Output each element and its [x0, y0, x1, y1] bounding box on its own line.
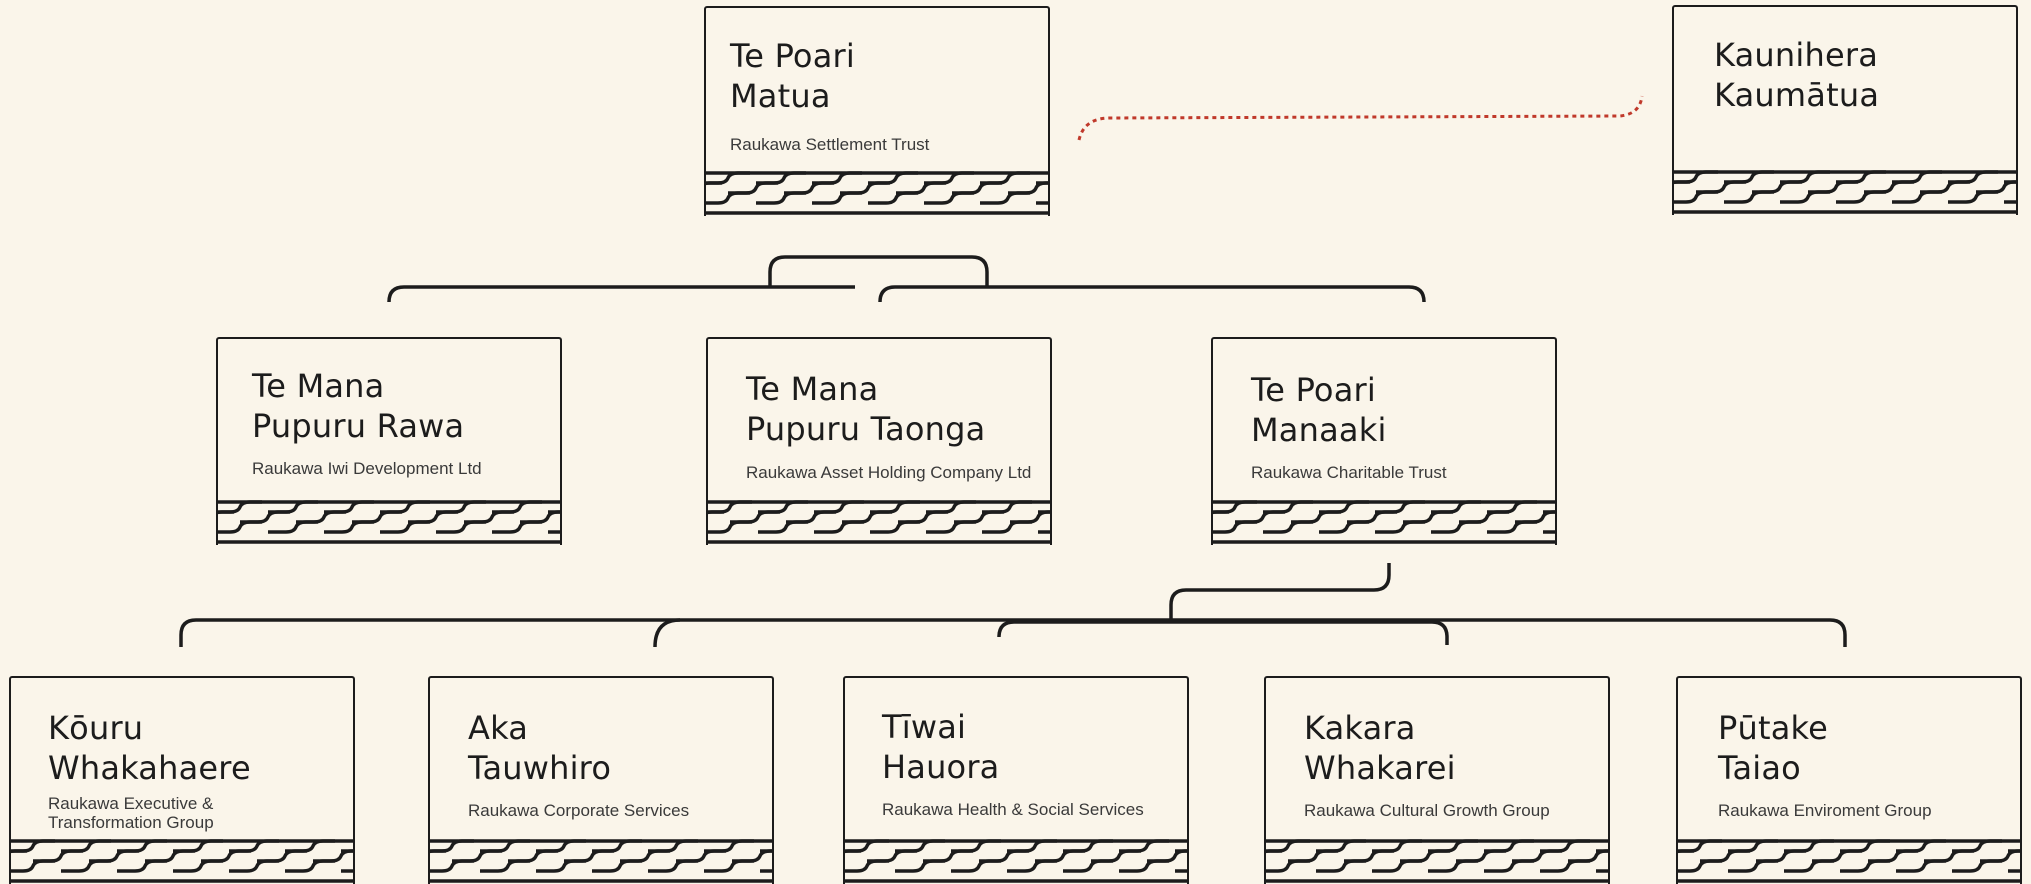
card-kouru-whakahaere[interactable]: Kōuru Whakahaere Raukawa Executive & Tra… [9, 676, 355, 884]
card-subtitle: Raukawa Health & Social Services [882, 800, 1144, 819]
card-subtitle: Raukawa Corporate Services [468, 801, 690, 820]
connector-trust-to-manaaki [878, 285, 1426, 303]
card-tiwai-hauora[interactable]: Tīwai Hauora Raukawa Health & Social Ser… [843, 676, 1189, 884]
card-title: Kakara Whakarei [1304, 709, 1456, 787]
weave-pattern [1678, 839, 2020, 883]
card-subtitle: Raukawa Settlement Trust [730, 135, 930, 154]
card-te-poari-manaaki[interactable]: Te Poari Manaaki Raukawa Charitable Trus… [1211, 337, 1557, 545]
connector-trust-bridge [768, 255, 989, 287]
card-title: Kaunihera Kaumātua [1714, 36, 1880, 114]
card-te-mana-pupuru-rawa[interactable]: Te Mana Pupuru Rawa Raukawa Iwi Developm… [216, 337, 562, 545]
card-title: Aka Tauwhiro [468, 709, 612, 787]
weave-pattern [845, 839, 1187, 883]
card-subtitle: Raukawa Enviroment Group [1718, 801, 1932, 820]
card-title: Te Mana Pupuru Taonga [746, 370, 986, 448]
card-kaunihera-kaumatua[interactable]: Kaunihera Kaumātua [1672, 5, 2018, 215]
advisory-dotted-link [1077, 95, 1644, 141]
card-subtitle: Raukawa Executive & Transformation Group [48, 794, 214, 832]
weave-pattern [708, 500, 1050, 544]
connector-to-putake [1171, 618, 1847, 647]
connector-bottom-left [179, 618, 1171, 647]
card-subtitle: Raukawa Iwi Development Ltd [252, 459, 482, 478]
weave-pattern [218, 500, 560, 544]
card-subtitle: Raukawa Asset Holding Company Ltd [746, 463, 1032, 482]
weave-pattern [706, 171, 1048, 215]
card-te-mana-pupuru-taonga[interactable]: Te Mana Pupuru Taonga Raukawa Asset Hold… [706, 337, 1052, 545]
connector-manaaki-down [1169, 563, 1391, 620]
card-kakara-whakarei[interactable]: Kakara Whakarei Raukawa Cultural Growth … [1264, 676, 1610, 884]
card-title: Pūtake Taiao [1718, 709, 1829, 787]
card-title: Te Poari Matua [730, 37, 855, 115]
weave-pattern [11, 839, 353, 883]
card-putake-taiao[interactable]: Pūtake Taiao Raukawa Enviroment Group [1676, 676, 2022, 884]
connector-to-tiwai [997, 620, 1449, 645]
weave-pattern [1213, 500, 1555, 544]
card-subtitle: Raukawa Charitable Trust [1251, 463, 1447, 482]
connector-to-aka [653, 618, 681, 648]
card-aka-tauwhiro[interactable]: Aka Tauwhiro Raukawa Corporate Services [428, 676, 774, 884]
card-title: Kōuru Whakahaere [48, 709, 251, 787]
weave-pattern [1674, 170, 2016, 214]
card-title: Te Poari Manaaki [1251, 371, 1387, 449]
card-title: Te Mana Pupuru Rawa [252, 367, 465, 445]
connector-trust-to-rawa [387, 285, 855, 303]
card-title: Tīwai Hauora [882, 708, 1000, 786]
card-subtitle: Raukawa Cultural Growth Group [1304, 801, 1550, 820]
card-te-poari-matua[interactable]: Te Poari Matua Raukawa Settlement Trust [704, 6, 1050, 216]
weave-pattern [430, 839, 772, 883]
weave-pattern [1266, 839, 1608, 883]
